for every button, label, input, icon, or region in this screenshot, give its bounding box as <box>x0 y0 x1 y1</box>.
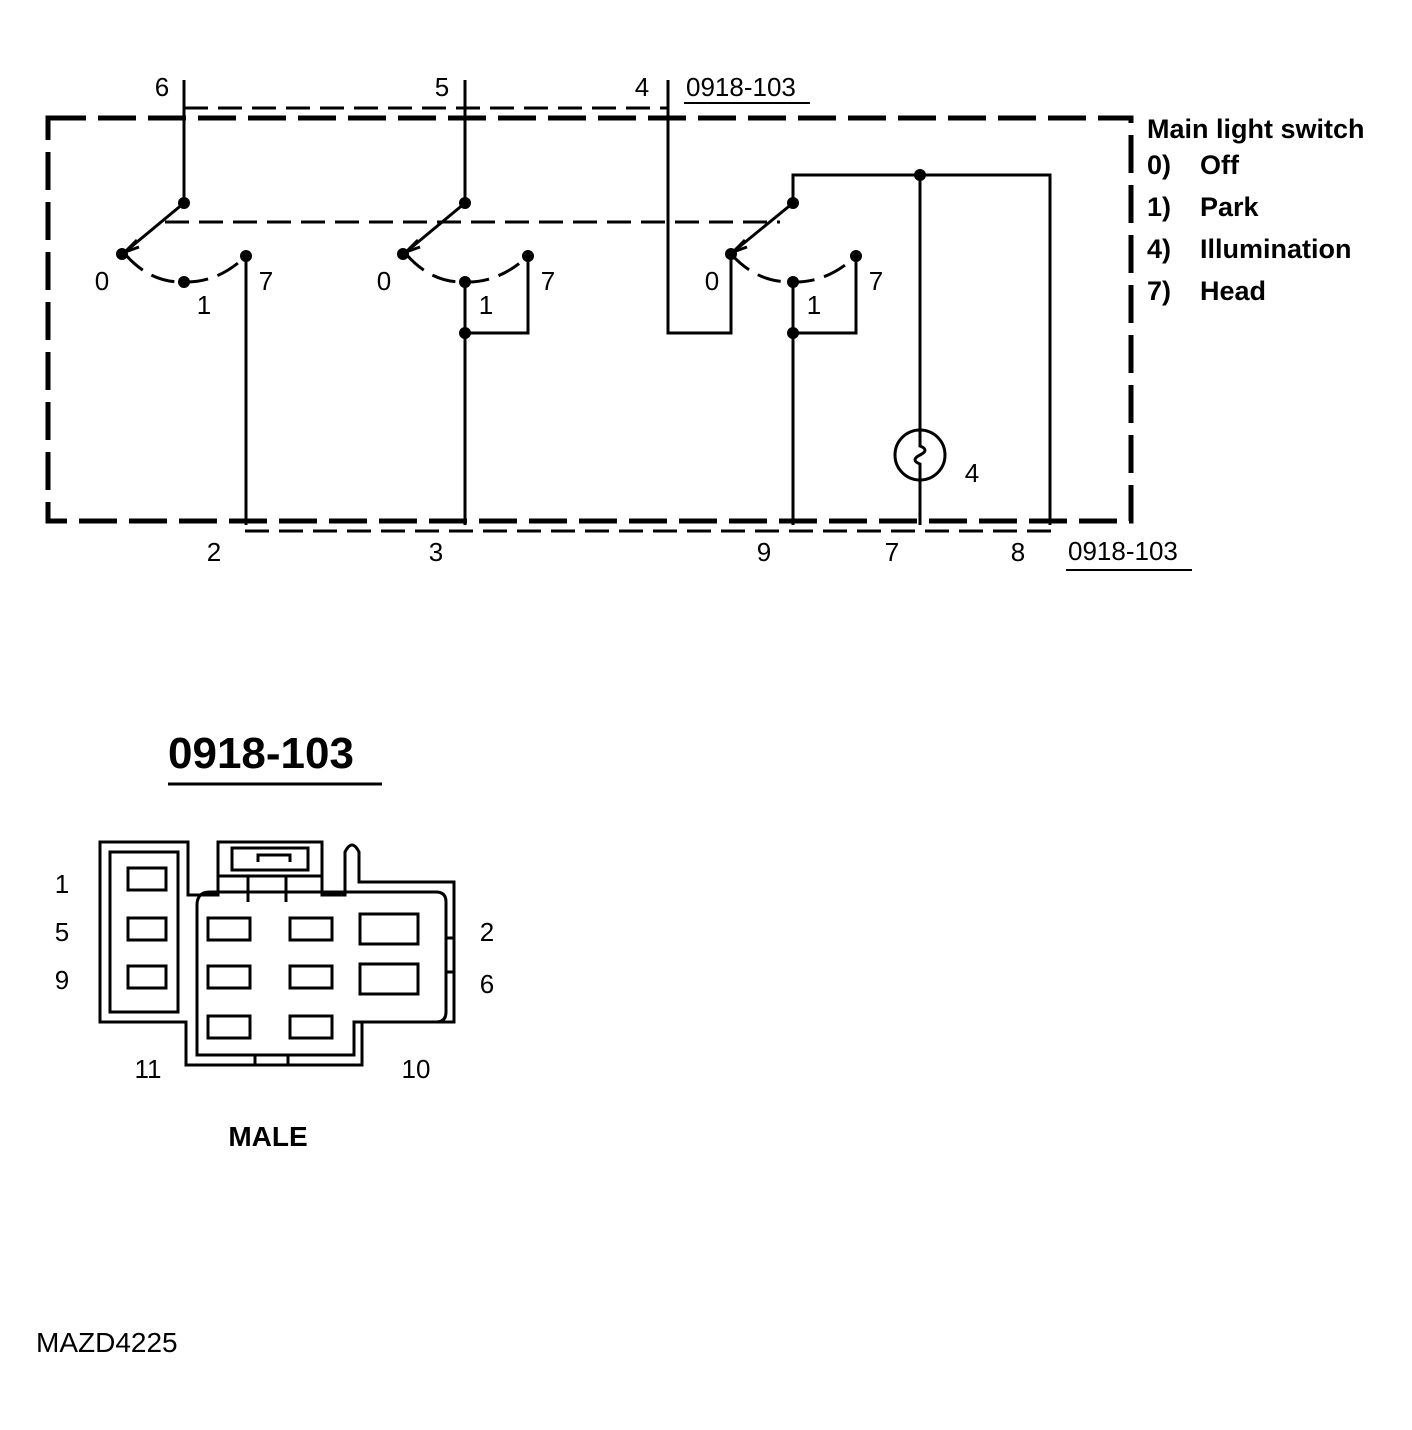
connector-ref-top: 0918-103 <box>686 72 796 102</box>
legend-title: Main light switch <box>1147 114 1365 144</box>
pos-label-off-1: 0 <box>95 266 109 296</box>
pin-label-9: 9 <box>757 537 771 567</box>
connector-pin-6: 6 <box>480 969 494 999</box>
pos-label-park-3: 1 <box>807 290 821 320</box>
figure-id: MAZD4225 <box>36 1327 178 1358</box>
switch-pole-3 <box>666 80 1052 525</box>
connector-gender: MALE <box>228 1121 307 1152</box>
pos-label-off-3: 0 <box>705 266 719 296</box>
pos-label-head-2: 7 <box>541 266 555 296</box>
legend-code-park: 1) <box>1147 192 1171 222</box>
legend-label-illumination: Illumination <box>1200 234 1352 264</box>
connector-pin-2: 2 <box>480 917 494 947</box>
connector-pin-11: 11 <box>135 1054 162 1084</box>
connector-pin-1: 1 <box>55 869 69 899</box>
legend-label-park: Park <box>1200 192 1260 222</box>
pos-label-off-2: 0 <box>377 266 391 296</box>
pos-label-park-2: 1 <box>479 290 493 320</box>
pin-label-3: 3 <box>429 537 443 567</box>
connector-pin-5: 5 <box>55 917 69 947</box>
legend-code-illumination: 4) <box>1147 234 1171 264</box>
pos-label-head-3: 7 <box>869 266 883 296</box>
pin-label-7: 7 <box>885 537 899 567</box>
legend-label-off: Off <box>1200 150 1240 180</box>
pos-label-park-1: 1 <box>197 290 211 320</box>
connector-title: 0918-103 <box>168 729 354 778</box>
illumination-lamp <box>893 169 947 525</box>
connector-face <box>98 840 456 1067</box>
lamp-label: 4 <box>965 458 979 488</box>
switch-housing <box>45 106 1134 533</box>
legend-code-head: 7) <box>1147 276 1171 306</box>
legend-code-off: 0) <box>1147 150 1171 180</box>
legend-label-head: Head <box>1200 276 1266 306</box>
pin-label-6: 6 <box>155 72 169 102</box>
pin-label-5: 5 <box>435 72 449 102</box>
pin-label-4: 4 <box>635 72 649 102</box>
pin-label-2: 2 <box>207 537 221 567</box>
legend: Main light switch 0) Off 1) Park 4) Illu… <box>1147 114 1365 306</box>
switch-pole-2 <box>397 80 534 525</box>
connector-pin-10: 10 <box>402 1054 431 1084</box>
connector-pin-9: 9 <box>55 965 69 995</box>
connector-ref-bottom: 0918-103 <box>1068 536 1178 566</box>
switch-pole-1 <box>116 80 252 525</box>
pin-label-8: 8 <box>1011 537 1025 567</box>
pos-label-head-1: 7 <box>259 266 273 296</box>
